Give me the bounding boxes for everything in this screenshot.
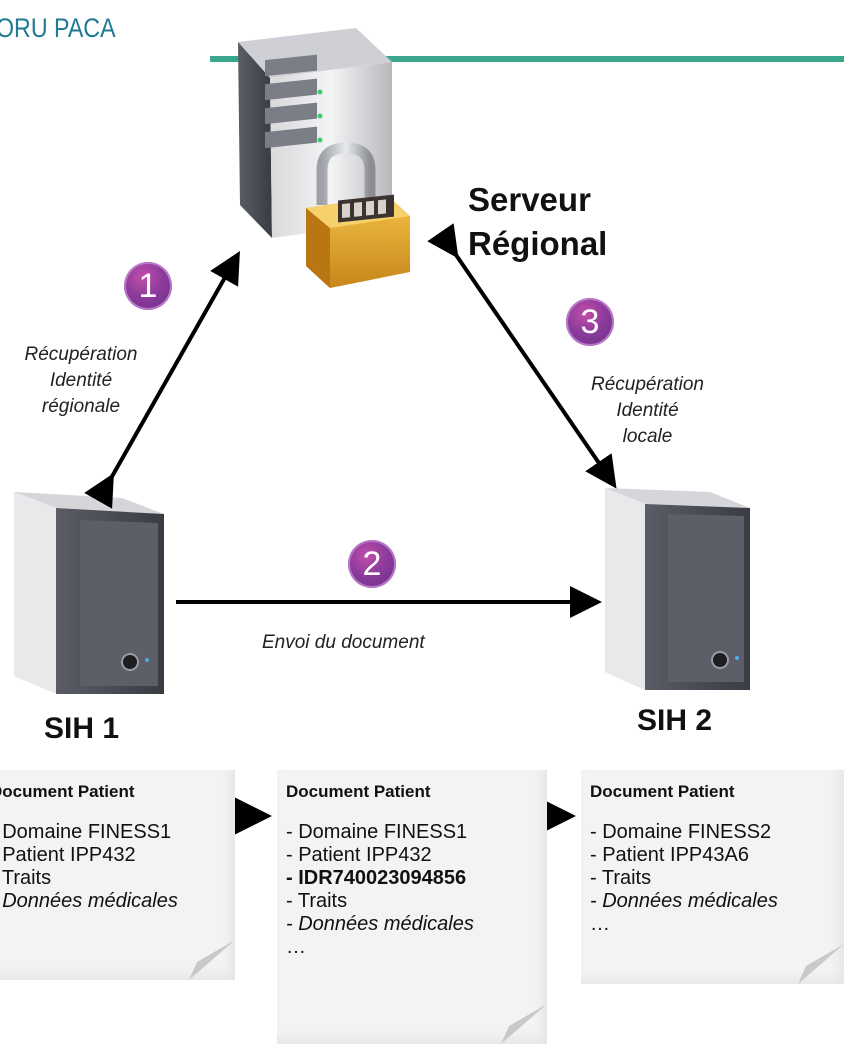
step3-note-line: Récupération xyxy=(590,374,705,395)
document-title: Document Patient xyxy=(590,782,735,801)
document-line: - IDR740023094856 xyxy=(286,867,467,889)
document-line: - Patient IPP432 xyxy=(0,844,136,866)
step-badge-3: 3 xyxy=(566,298,614,346)
step1-note-line: Identité xyxy=(49,370,113,391)
document-card-3: Document Patient - Domaine FINESS2 - Pat… xyxy=(581,770,844,984)
document-line: … xyxy=(286,936,306,958)
server-label-line2: Régional xyxy=(468,225,608,262)
document-card-1: Document Patient - Domaine FINESS1 - Pat… xyxy=(0,770,235,980)
step2-note-line: Envoi du document xyxy=(262,632,425,653)
document-title: Document Patient xyxy=(286,782,431,801)
sih2-label: SIH 2 xyxy=(637,704,713,737)
sih2-server-icon xyxy=(605,488,750,690)
step-badge-1: 1 xyxy=(124,262,172,310)
step1-note: Récupération Identité régionale xyxy=(0,342,162,420)
padlock-icon xyxy=(306,142,410,288)
step1-note-line: régionale xyxy=(41,396,121,417)
arrow-step3 xyxy=(427,223,617,489)
document-line: - Traits xyxy=(286,890,348,912)
step3-note: Récupération Identité locale xyxy=(580,372,715,450)
arrows xyxy=(84,223,617,844)
document-line: - Domaine FINESS1 xyxy=(286,821,468,843)
step1-note-line: Récupération xyxy=(24,344,138,365)
document-line: - Traits xyxy=(590,867,652,889)
step2-note: Envoi du document xyxy=(262,630,425,656)
document-line: … xyxy=(590,913,610,935)
document-line: - Domaine FINESS2 xyxy=(590,821,772,843)
page-fold-icon xyxy=(189,940,235,980)
server-label: Serveur Régional xyxy=(468,178,607,266)
page-fold-icon xyxy=(798,944,844,984)
header-bar xyxy=(210,56,844,62)
step3-note-line: locale xyxy=(622,426,673,447)
header-title: ORU PACA xyxy=(0,13,116,43)
document-line: - Patient IPP43A6 xyxy=(590,844,749,866)
regional-server-icon xyxy=(238,28,392,238)
page-fold-icon xyxy=(501,1004,547,1044)
sih1-server-icon xyxy=(14,492,164,694)
document-line: - Domaine FINESS1 xyxy=(0,821,172,843)
document-line: - Données médicales xyxy=(590,890,778,912)
sih1-label: SIH 1 xyxy=(44,712,120,745)
document-title: Document Patient xyxy=(0,782,135,801)
step-badge-2: 2 xyxy=(348,540,396,588)
document-line: - Données médicales xyxy=(0,890,178,912)
server-label-line1: Serveur xyxy=(468,181,591,218)
document-line: - Patient IPP432 xyxy=(286,844,432,866)
step3-note-line: Identité xyxy=(616,400,679,421)
document-line: - Traits xyxy=(0,867,52,889)
document-line: - Données médicales xyxy=(286,913,474,935)
document-card-2: Document Patient - Domaine FINESS1 - Pat… xyxy=(277,770,547,1044)
arrow-step1 xyxy=(84,251,240,509)
